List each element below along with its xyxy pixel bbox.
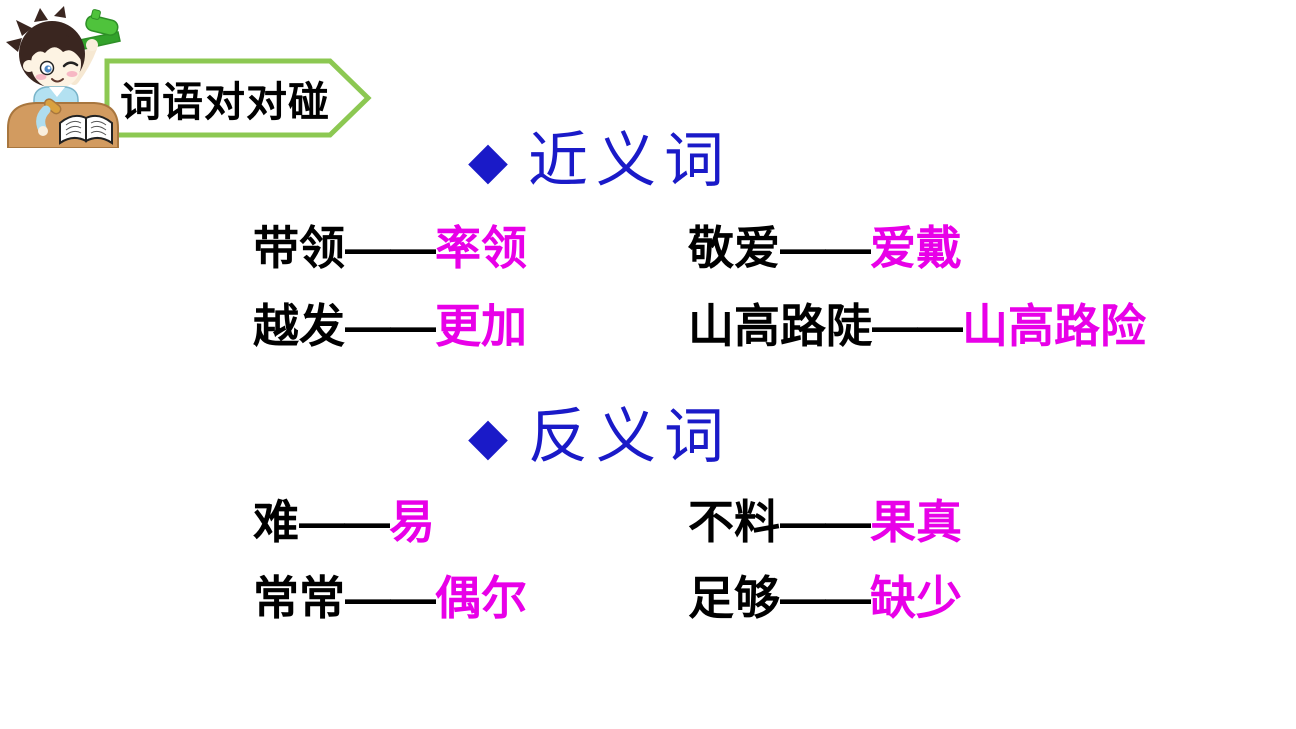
dash-separator: —— bbox=[780, 496, 871, 548]
word-pair: 难——易 bbox=[253, 496, 688, 549]
answer-word: 果真 bbox=[870, 496, 962, 548]
dash-separator: —— bbox=[299, 496, 390, 548]
word-pair: 带领——率领 bbox=[253, 222, 688, 275]
section-title-synonyms: 近义词 bbox=[528, 127, 732, 194]
dash-separator: —— bbox=[345, 222, 436, 274]
word: 常常 bbox=[253, 572, 345, 624]
diamond-bullet-icon: ◆ bbox=[468, 131, 508, 190]
word: 足够 bbox=[688, 572, 780, 624]
antonym-pairs-grid: 难——易 不料——果真 常常——偶尔 足够——缺少 bbox=[253, 496, 962, 648]
answer-word: 偶尔 bbox=[435, 572, 527, 624]
word: 山高路陡 bbox=[688, 300, 872, 352]
dash-separator: —— bbox=[780, 572, 871, 624]
word: 敬爱 bbox=[688, 222, 780, 274]
boy-mascot-illustration bbox=[6, 6, 121, 148]
dash-separator: —— bbox=[345, 300, 436, 352]
answer-word: 率领 bbox=[435, 222, 527, 274]
word-pair: 越发——更加 bbox=[253, 300, 688, 353]
dash-separator: —— bbox=[345, 572, 436, 624]
section-heading-synonyms: ◆ 近义词 bbox=[468, 126, 732, 195]
word: 难 bbox=[253, 496, 299, 548]
word-pair: 常常——偶尔 bbox=[253, 572, 688, 625]
synonym-pairs-grid: 带领——率领 敬爱——爱戴 越发——更加 山高路陡——山高路险 bbox=[253, 222, 1146, 378]
section-title-antonyms: 反义词 bbox=[528, 403, 732, 470]
dash-separator: —— bbox=[780, 222, 871, 274]
word: 不料 bbox=[688, 496, 780, 548]
badge-title: 词语对对碰 bbox=[120, 79, 330, 125]
word: 带领 bbox=[253, 222, 345, 274]
word-pair: 山高路陡——山高路险 bbox=[688, 300, 1146, 353]
answer-word: 更加 bbox=[435, 300, 527, 352]
section-heading-antonyms: ◆ 反义词 bbox=[468, 402, 732, 471]
answer-word: 易 bbox=[389, 496, 435, 548]
word: 越发 bbox=[253, 300, 345, 352]
header-badge: 词语对对碰 bbox=[104, 58, 372, 138]
diamond-bullet-icon: ◆ bbox=[468, 407, 508, 466]
word-pair: 足够——缺少 bbox=[688, 572, 962, 625]
dash-separator: —— bbox=[872, 300, 963, 352]
answer-word: 缺少 bbox=[870, 572, 962, 624]
word-pair: 敬爱——爱戴 bbox=[688, 222, 1146, 275]
answer-word: 爱戴 bbox=[870, 222, 962, 274]
word-pair: 不料——果真 bbox=[688, 496, 962, 549]
answer-word: 山高路险 bbox=[962, 300, 1146, 352]
